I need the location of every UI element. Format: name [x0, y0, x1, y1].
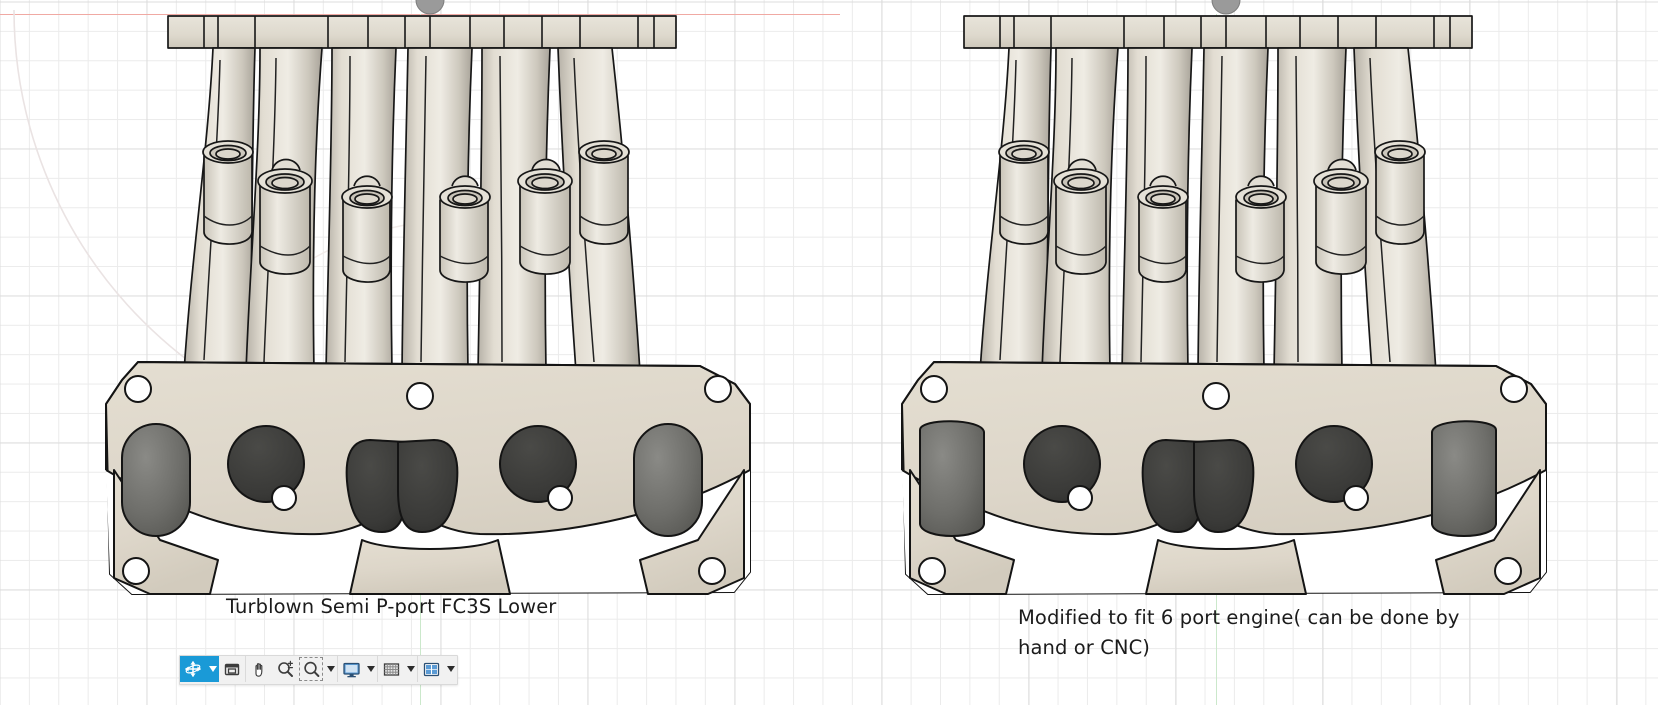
caption-right-model: Modified to fit 6 port engine( can be do… — [1018, 606, 1460, 659]
pan-button[interactable] — [246, 656, 272, 682]
zoom-window-icon — [303, 661, 319, 677]
chevron-down-icon — [326, 666, 335, 672]
chevron-down-icon — [406, 666, 415, 672]
orbit-dropdown-caret[interactable] — [206, 656, 219, 682]
zoom-icon — [277, 660, 293, 677]
display-settings-dropdown-caret[interactable] — [364, 656, 377, 682]
navigation-toolbar[interactable] — [179, 655, 458, 685]
origin-sphere-left — [415, 0, 445, 15]
model-right-manifold[interactable] — [896, 0, 1556, 605]
toolbar-separator — [337, 656, 338, 682]
origin-sphere-right — [1211, 0, 1241, 15]
grid-and-snaps-button[interactable] — [378, 656, 404, 682]
orbit-icon — [185, 661, 201, 677]
viewports-dropdown-caret[interactable] — [444, 656, 457, 682]
toolbar-separator — [377, 656, 378, 682]
zoom-window-button[interactable] — [298, 656, 324, 682]
toolbar-separator — [245, 656, 246, 682]
model-left-manifold[interactable] — [100, 0, 760, 605]
look-at-button[interactable] — [219, 656, 245, 682]
display-icon — [342, 662, 360, 677]
grid-and-snaps-dropdown-caret[interactable] — [404, 656, 417, 682]
chevron-down-icon — [208, 666, 217, 672]
chevron-down-icon — [366, 666, 375, 672]
look-at-icon — [224, 663, 240, 676]
orbit-button[interactable] — [180, 656, 206, 682]
display-settings-button[interactable] — [338, 656, 364, 682]
toolbar-separator — [417, 656, 418, 682]
caption-left-model: Turblown Semi P-port FC3S Lower — [226, 595, 557, 618]
chevron-down-icon — [446, 666, 455, 672]
viewports-icon — [423, 662, 439, 676]
pan-hand-icon — [254, 662, 262, 677]
grid-icon — [383, 662, 399, 676]
zoom-window-dropdown-caret[interactable] — [324, 656, 337, 682]
zoom-button[interactable] — [272, 656, 298, 682]
viewports-button[interactable] — [418, 656, 444, 682]
